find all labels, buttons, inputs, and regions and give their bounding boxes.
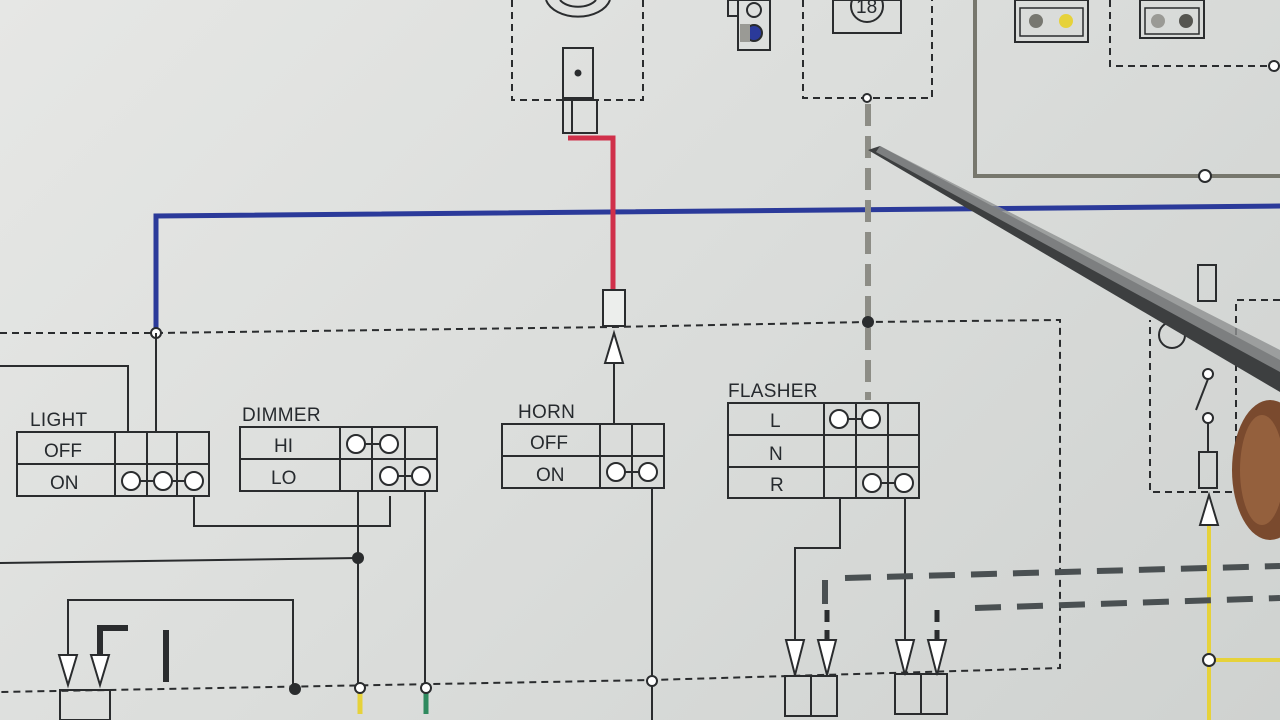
dimmer-switch: [0, 426, 438, 694]
indicator-connector: [727, 0, 771, 51]
wire-junctions: [150, 316, 874, 339]
left-bottom-connector: [57, 599, 301, 720]
dimmer-switch-title: DIMMER: [242, 405, 321, 426]
pointer-pen: [868, 146, 1280, 540]
dimmer-switch-row-lo: LO: [271, 468, 296, 489]
dimmer-switch-row-hi: HI: [274, 436, 293, 457]
flasher-switch-title: FLASHER: [728, 381, 818, 402]
horn-connector-box: [511, 0, 644, 134]
blue-wire: [153, 203, 1280, 333]
light-switch-title: LIGHT: [30, 410, 88, 431]
flasher-switch: [727, 402, 920, 640]
flasher-switch-row-r: R: [770, 475, 784, 496]
horn-switch-row-on: ON: [536, 465, 565, 486]
horn-switch-title: HORN: [518, 402, 575, 423]
light-switch-row-off: OFF: [44, 441, 82, 462]
light-switch-row-on: ON: [50, 473, 79, 494]
handlebar-switch-boundary: [0, 318, 1061, 693]
relay-number-label: 18: [856, 0, 877, 18]
right-module-box: [973, 0, 1280, 183]
horn-switch: [501, 423, 665, 720]
light-switch: [0, 333, 391, 527]
horn-switch-row-off: OFF: [530, 433, 568, 454]
turn-signal-connectors: [784, 610, 948, 717]
flasher-switch-row-l: L: [770, 411, 781, 432]
horn-wire-connector: [602, 289, 626, 423]
red-wire: [568, 135, 616, 290]
right-switch-box: [1149, 264, 1280, 667]
flasher-switch-row-n: N: [769, 444, 783, 465]
gray-dashed-leads: [822, 563, 1280, 611]
relay-18-box: [802, 0, 933, 103]
